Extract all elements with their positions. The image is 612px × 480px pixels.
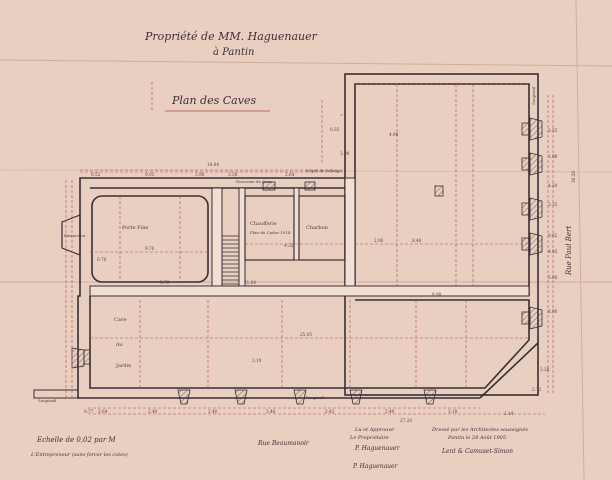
signature-left: P. Haguenauer xyxy=(355,445,400,452)
dimension-label: 27.20 xyxy=(400,418,412,423)
room-label-jardin: Jardin xyxy=(116,363,132,369)
dimension-label: 8.90 xyxy=(432,292,442,297)
inner-rooms xyxy=(244,195,346,261)
dimension-label: 4.85 xyxy=(548,249,558,254)
dimension-label: 3.35 xyxy=(548,202,558,207)
dimension-label: 0.62 xyxy=(548,233,558,238)
dimension-label: 2.64 xyxy=(285,172,295,177)
title-line-1: Propriété de MM. Haguenauer xyxy=(145,30,317,43)
extraction-bay xyxy=(61,214,81,256)
dimension-label: 8.40 xyxy=(412,238,422,243)
dimension-label: 0.70 xyxy=(97,257,107,262)
scale-note: Echelle de 0,02 par M xyxy=(37,436,116,444)
date-note: Pantin le 28 Août 1905 xyxy=(448,435,507,441)
dimension-label: 3.90 xyxy=(195,172,205,177)
dimension-label: 2.14 xyxy=(504,411,514,416)
room-label-charbon: Charbon xyxy=(306,225,328,231)
soupirail-label-left: Soupirail xyxy=(38,398,57,403)
dimension-label: 2.40 xyxy=(385,409,395,414)
dimension-label: 3.00 xyxy=(548,275,558,280)
signature-right: P. Haguenauer xyxy=(353,463,398,470)
dimension-label: 4.20 xyxy=(548,183,558,188)
building-walls xyxy=(77,73,539,399)
dimension-label: 25.05 xyxy=(300,332,312,337)
soupirail-wells xyxy=(71,117,543,405)
dimension-label: 3.10 xyxy=(252,358,262,363)
street-label-bottom: Rue Beaumanoir xyxy=(258,440,309,447)
plan-title: Plan des Caves xyxy=(172,94,257,107)
wine-cellar-room xyxy=(91,195,209,283)
pillars xyxy=(83,122,531,365)
soupirail-label-right: Soupirail xyxy=(531,86,536,105)
room-label-descente: Descente de Cave xyxy=(236,179,273,184)
room-label-du: du xyxy=(116,342,123,348)
dimension-label: 0.77 xyxy=(84,409,94,414)
dimension-label: 2.40 xyxy=(208,409,218,414)
dimension-label: 3.90 xyxy=(340,151,350,156)
dimension-label: 0.35 xyxy=(330,127,340,132)
room-label-chaufferie-sub: Plan du Cadre 1914 xyxy=(250,230,291,235)
dimension-label: 4.90 xyxy=(389,132,399,137)
dimension-label: 5.70 xyxy=(160,280,170,285)
owner-note: Le Propriétaire xyxy=(350,435,389,441)
dimension-label: 2.40 xyxy=(148,409,158,414)
street-label-right: Rue Paul Bert xyxy=(565,225,573,275)
soupirail-label-bottom: Soupirail xyxy=(306,395,325,400)
dimension-label: 9.70 xyxy=(145,246,155,251)
dimension-label: 3.55 xyxy=(548,128,558,133)
room-label-extraction: Extraction xyxy=(64,233,86,238)
staircase xyxy=(221,235,240,285)
architects-signature: Lent & Camuset-Simon xyxy=(442,448,513,455)
approved-note: Lu et Approuvé xyxy=(355,427,395,433)
dimension-label: 6.90 xyxy=(548,309,558,314)
dimension-label: 2.40 xyxy=(266,409,276,414)
dimension-label: 3.18 xyxy=(448,409,458,414)
dimension-label: 3.28 xyxy=(540,367,550,372)
construction-lines xyxy=(65,83,554,415)
dimension-label: 2.06 xyxy=(374,238,384,243)
dimension-label: 2.30 xyxy=(228,172,238,177)
room-label-cave: Cave xyxy=(114,317,127,323)
room-label-depot: Dépôt de vidange xyxy=(306,168,342,173)
dimension-label: 2.64 xyxy=(98,409,108,414)
dimension-label: 9.03 xyxy=(145,172,155,177)
dimension-label: 2.42 xyxy=(325,409,335,414)
dimension-label: 2.72 xyxy=(532,387,542,392)
contractor-note: L'Entrepreneur (sans forcer les cotes) xyxy=(31,452,128,458)
dimension-label: 4.32 xyxy=(284,243,294,248)
drawn-by-note: Dressé par les Architectes soussignés xyxy=(432,427,528,433)
title-line-2: à Pantin xyxy=(213,47,255,58)
dimension-label: 18.84 xyxy=(207,162,219,167)
dimension-label: 0.52 xyxy=(91,172,101,177)
dimension-label: 38.20 xyxy=(571,171,576,183)
dimension-label: 1.96 xyxy=(548,154,558,159)
dimension-label: 21.04 xyxy=(244,280,256,285)
room-label-porte-fine: Porte Fine xyxy=(122,225,149,231)
room-label-chaufferie: Chaufferie xyxy=(250,221,277,227)
soupirail-box xyxy=(33,389,79,399)
